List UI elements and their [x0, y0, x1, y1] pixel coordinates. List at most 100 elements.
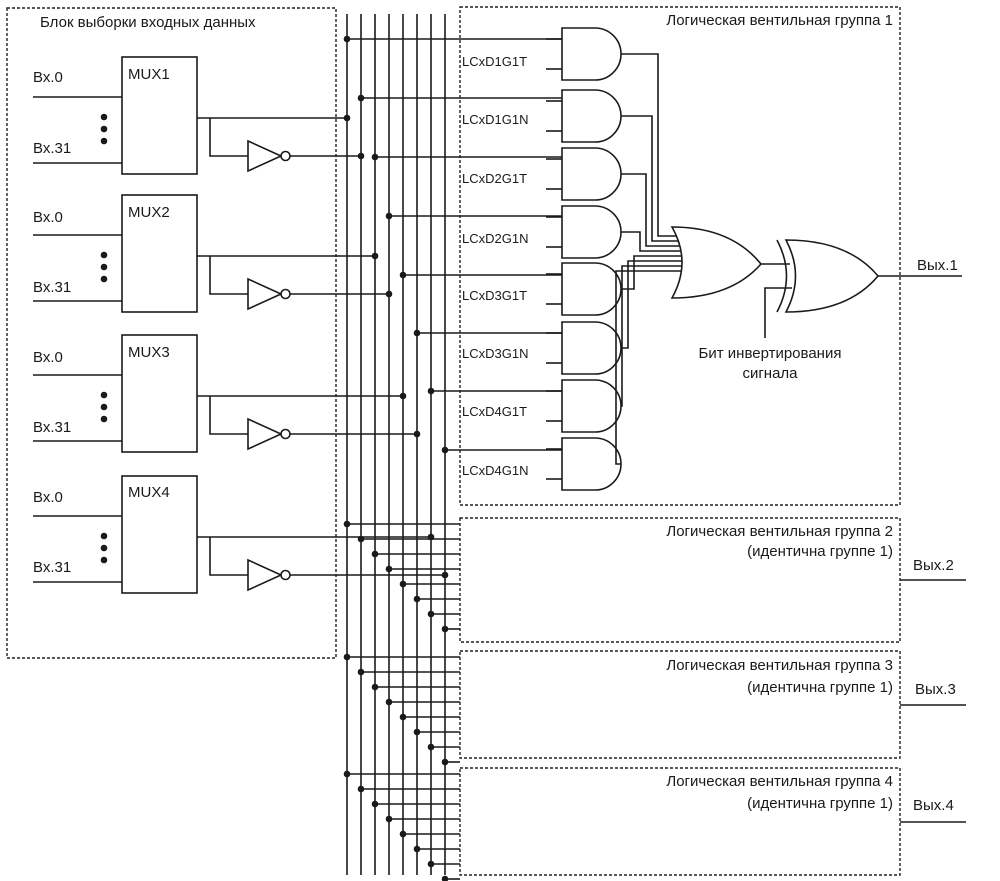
group-2-tap-8: [441, 625, 449, 633]
gate-group-1: Логическая вентильная группа 1: [459, 6, 901, 506]
and-gate-6-body: [561, 321, 622, 375]
gate-group-4-frame: [459, 767, 901, 876]
group-3-tap-3: [371, 683, 379, 691]
and-gate-3: [546, 147, 688, 247]
gate-group-3-title: Логическая вентильная группа 3: [666, 657, 893, 674]
group-1-tap-3: [371, 153, 379, 161]
and-gate-3-body: [561, 147, 622, 201]
mux-2-label: MUX2: [128, 204, 170, 221]
and-gate-2-output-wire: [621, 115, 685, 242]
and-gate-7-output-wire: [621, 265, 685, 407]
mux-3-input-first: Вх.0: [33, 349, 63, 366]
and-gate-4-body: [561, 205, 622, 259]
and-gate-1-body: [561, 27, 622, 81]
and-gate-1: [546, 27, 681, 237]
and-gate-8: [546, 270, 681, 491]
group-4-tap-4: [385, 815, 393, 823]
signal-bus: [343, 14, 562, 881]
mux-4-inverter-feed-wire: [209, 537, 248, 576]
group-2-tap-3: [371, 550, 379, 558]
group-4-tap-6: [413, 845, 421, 853]
gate-group-3-note: (идентична группе 1): [747, 679, 893, 696]
output-wires: [761, 263, 962, 338]
mux-4-label: MUX4: [128, 484, 170, 501]
mux-labels: MUX1 Вх.0 Вх.31 MUX2 Вх.0 Вх.31 MUX3 Вх.…: [33, 66, 170, 576]
inverter-4-triangle: [247, 558, 283, 592]
mux-4-ellipsis-dot-3: [100, 556, 108, 564]
gate-group-4-title: Логическая вентильная группа 4: [666, 773, 893, 790]
group-1-tap-2: [357, 94, 365, 102]
gate-group-1-title: Логическая вентильная группа 1: [666, 12, 893, 29]
mux-4-box: [121, 475, 198, 594]
gate-group-2-title: Логическая вентильная группа 2: [666, 523, 893, 540]
xor-gate: [776, 239, 880, 313]
invert-bit-label-line-1: Бит инвертирования: [699, 345, 842, 362]
group-1-tap-8: [441, 446, 449, 454]
signal-label-2: LCxD1G1N: [462, 112, 528, 127]
signal-label-6: LCxD3G1N: [462, 346, 528, 361]
mux-2-box: [121, 194, 198, 313]
mux-3-input-last: Вх.31: [33, 419, 71, 436]
mux-1-ellipsis-dot-3: [100, 137, 108, 145]
mux-3-label: MUX3: [128, 344, 170, 361]
or-gate: [670, 226, 763, 299]
gate-group-4: Логическая вентильная группа 4 (идентичн…: [459, 767, 966, 876]
and-gate-5-body: [561, 262, 622, 316]
inverter-3-triangle: [247, 417, 283, 451]
group-3-tap-6: [413, 728, 421, 736]
output-1-label: Вых.1: [917, 257, 958, 274]
inverter-2-bubble: [280, 288, 291, 300]
signal-labels: LCxD1G1T LCxD1G1N LCxD2G1T LCxD2G1N LCxD…: [462, 54, 528, 478]
mux-1-label: MUX1: [128, 66, 170, 83]
mux-3-ellipsis-dot-2: [100, 403, 108, 411]
group-4-tap-1: [343, 770, 351, 778]
group-4-tap-7: [427, 860, 435, 868]
mux-3-ellipsis-dot-1: [100, 391, 108, 399]
group-3-tap-7: [427, 743, 435, 751]
inverter-2-triangle: [247, 277, 283, 311]
mux-1-input-last: Вх.31: [33, 140, 71, 157]
mux-2-ellipsis-dot-1: [100, 251, 108, 259]
gate-group-2-note: (идентична группе 1): [747, 543, 893, 560]
group-1-tap-6: [413, 329, 421, 337]
group-3-tap-8: [441, 758, 449, 766]
mux-2-ellipsis-dot-2: [100, 263, 108, 271]
mux-1-input-first: Вх.0: [33, 69, 63, 86]
signal-label-8: LCxD4G1N: [462, 463, 528, 478]
output-4-label: Вых.4: [913, 797, 954, 814]
mux-2-inverter-feed-wire: [209, 256, 248, 295]
group-3-tap-4: [385, 698, 393, 706]
output-2-label: Вых.2: [913, 557, 954, 574]
mux-unit-1: [33, 56, 365, 175]
group-1-tap-7: [427, 387, 435, 395]
inverter-1-bubble: [280, 150, 291, 162]
signal-label-3: LCxD2G1T: [462, 171, 527, 186]
inverter-4-bubble: [280, 569, 291, 581]
mux-1-ellipsis-dot-1: [100, 113, 108, 121]
inverter-3-bubble: [280, 428, 291, 440]
mux-1-inverter-feed-wire: [209, 118, 248, 157]
inverter-1-triangle: [247, 139, 283, 173]
group-4-tap-8: [441, 875, 449, 881]
group-3-tap-1: [343, 653, 351, 661]
group-2-tap-6: [413, 595, 421, 603]
and-gate-2: [546, 89, 685, 242]
gate-group-3-frame: [459, 650, 901, 759]
group-4-tap-5: [399, 830, 407, 838]
mux-3-inverter-feed-wire: [209, 396, 248, 435]
gate-group-1-frame: [459, 6, 901, 506]
group-3-tap-2: [357, 668, 365, 676]
mux-1-ellipsis-dot-2: [100, 125, 108, 133]
and-gate-3-output-wire: [621, 173, 688, 247]
and-gate-8-body: [561, 437, 622, 491]
group-2-tap-4: [385, 565, 393, 573]
and-gate-4: [546, 205, 690, 259]
mux-unit-3: [33, 334, 421, 453]
group-2-tap-2: [357, 535, 365, 543]
and-gate-4-output-wire: [621, 231, 690, 252]
input-block-title: Блок выборки входных данных: [40, 14, 256, 31]
group-1-tap-4: [385, 212, 393, 220]
mux-3-ellipsis-dot-3: [100, 415, 108, 423]
and-gate-1-output-wire: [621, 53, 681, 237]
